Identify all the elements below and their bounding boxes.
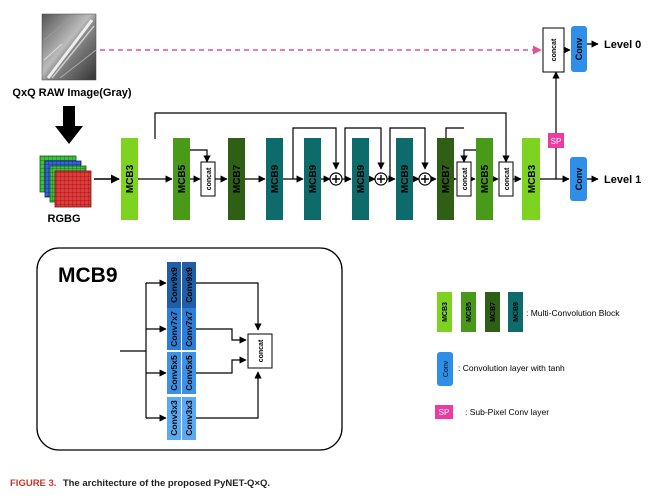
svg-text:Conv: Conv bbox=[574, 168, 584, 191]
legend-mcb9: MCB9 bbox=[508, 292, 523, 332]
legend-mcb-text: : Multi-Convolution Block bbox=[526, 308, 620, 318]
legend-sp-text: : Sub-Pixel Conv layer bbox=[465, 407, 549, 417]
add-node-3 bbox=[418, 172, 432, 186]
legend-mcb3: MCB3 bbox=[437, 292, 452, 332]
concat-block-2: concat bbox=[456, 161, 472, 197]
rgbg-label: RGBG bbox=[48, 213, 81, 225]
svg-text:MCB7: MCB7 bbox=[232, 164, 243, 193]
svg-text:Conv3x3: Conv3x3 bbox=[169, 400, 179, 436]
svg-text:Conv5x5: Conv5x5 bbox=[169, 355, 179, 391]
mcb5-block-2: MCB5 bbox=[476, 138, 493, 220]
mcb7-block-1: MCB7 bbox=[228, 138, 245, 220]
svg-text:MCB9: MCB9 bbox=[270, 164, 281, 193]
svg-text:MCB9: MCB9 bbox=[308, 164, 319, 193]
svg-text:MCB9: MCB9 bbox=[356, 164, 367, 193]
svg-text:SP: SP bbox=[551, 137, 562, 146]
conv3x3-pair: Conv3x3 Conv3x3 bbox=[167, 397, 196, 440]
svg-text:MCB5: MCB5 bbox=[480, 164, 491, 193]
conv9x9-pair: Conv9x9 Conv9x9 bbox=[167, 262, 196, 308]
conv7x7-pair: Conv7x7 Conv7x7 bbox=[167, 308, 196, 350]
svg-text:concat: concat bbox=[504, 167, 511, 190]
legend-conv-text: : Convolution layer with tanh bbox=[458, 363, 565, 373]
mcb9-block-4: MCB9 bbox=[396, 138, 413, 220]
add-node-1 bbox=[329, 172, 343, 186]
mcb9-block-1: MCB9 bbox=[266, 138, 283, 220]
svg-text:Conv9x9: Conv9x9 bbox=[169, 267, 179, 303]
raw-gray-image bbox=[41, 13, 97, 81]
down-arrow-icon bbox=[55, 106, 83, 144]
level1-label: Level 1 bbox=[604, 174, 641, 186]
svg-text:MCB7: MCB7 bbox=[490, 302, 497, 322]
caption-text: The architecture of the proposed PyNET-Q… bbox=[63, 478, 270, 489]
svg-text:MCB5: MCB5 bbox=[177, 164, 188, 193]
svg-text:Conv5x5: Conv5x5 bbox=[184, 355, 194, 391]
legend-sp: SP bbox=[435, 405, 453, 419]
svg-text:MCB5: MCB5 bbox=[466, 302, 473, 322]
rgbg-stack bbox=[39, 155, 92, 208]
conv-block-level1: Conv bbox=[570, 157, 587, 201]
mcb9-detail-panel: MCB9 concat Conv9x9 Conv9x9 bbox=[36, 247, 343, 451]
svg-text:MCB3: MCB3 bbox=[527, 164, 538, 193]
mcb9-detail-concat: concat bbox=[247, 333, 273, 369]
svg-text:MCB9: MCB9 bbox=[400, 164, 411, 193]
level0-label: Level 0 bbox=[604, 39, 641, 51]
mcb9-block-3: MCB9 bbox=[352, 138, 369, 220]
svg-text:SP: SP bbox=[439, 408, 450, 417]
concat-block-3: concat bbox=[498, 161, 514, 197]
mcb9-detail-title: MCB9 bbox=[58, 264, 118, 287]
legend-conv: Conv bbox=[437, 352, 453, 386]
legend: MCB3 MCB5 MCB7 MCB9 : Multi-Convolution … bbox=[435, 292, 620, 419]
svg-text:Conv7x7: Conv7x7 bbox=[184, 311, 194, 347]
svg-text:concat: concat bbox=[551, 38, 558, 61]
svg-text:MCB3: MCB3 bbox=[125, 164, 136, 193]
conv-block-level0: Conv bbox=[571, 26, 587, 72]
svg-text:MCB9: MCB9 bbox=[513, 302, 520, 322]
svg-text:MCB3: MCB3 bbox=[442, 302, 449, 322]
svg-text:Conv9x9: Conv9x9 bbox=[184, 267, 194, 303]
mcb7-block-2: MCB7 bbox=[437, 138, 454, 220]
mcb3-block-2: MCB3 bbox=[522, 138, 540, 220]
mcb3-block-1: MCB3 bbox=[121, 138, 138, 220]
add-node-2 bbox=[374, 172, 388, 186]
concat-block-1: concat bbox=[200, 161, 216, 197]
svg-text:Conv: Conv bbox=[443, 360, 450, 377]
legend-mcb7: MCB7 bbox=[485, 292, 500, 332]
raw-image-label: QxQ RAW Image(Gray) bbox=[12, 87, 132, 99]
caption-figure-number: FIGURE 3. bbox=[10, 478, 56, 489]
legend-mcb5: MCB5 bbox=[461, 292, 476, 332]
svg-text:concat: concat bbox=[258, 339, 265, 362]
pipeline-connections bbox=[138, 43, 598, 183]
concat-block-top: concat bbox=[542, 27, 565, 73]
svg-text:Conv: Conv bbox=[574, 38, 584, 61]
svg-text:concat: concat bbox=[206, 167, 213, 190]
sp-block: SP bbox=[548, 133, 564, 148]
mcb9-block-2: MCB9 bbox=[304, 138, 321, 220]
figure-caption: FIGURE 3. The architecture of the propos… bbox=[10, 478, 270, 489]
mcb5-block-1: MCB5 bbox=[173, 138, 190, 220]
svg-text:Conv7x7: Conv7x7 bbox=[169, 311, 179, 347]
svg-text:MCB7: MCB7 bbox=[441, 164, 452, 193]
svg-text:Conv3x3: Conv3x3 bbox=[184, 400, 194, 436]
conv5x5-pair: Conv5x5 Conv5x5 bbox=[167, 352, 196, 394]
svg-text:concat: concat bbox=[462, 167, 469, 190]
